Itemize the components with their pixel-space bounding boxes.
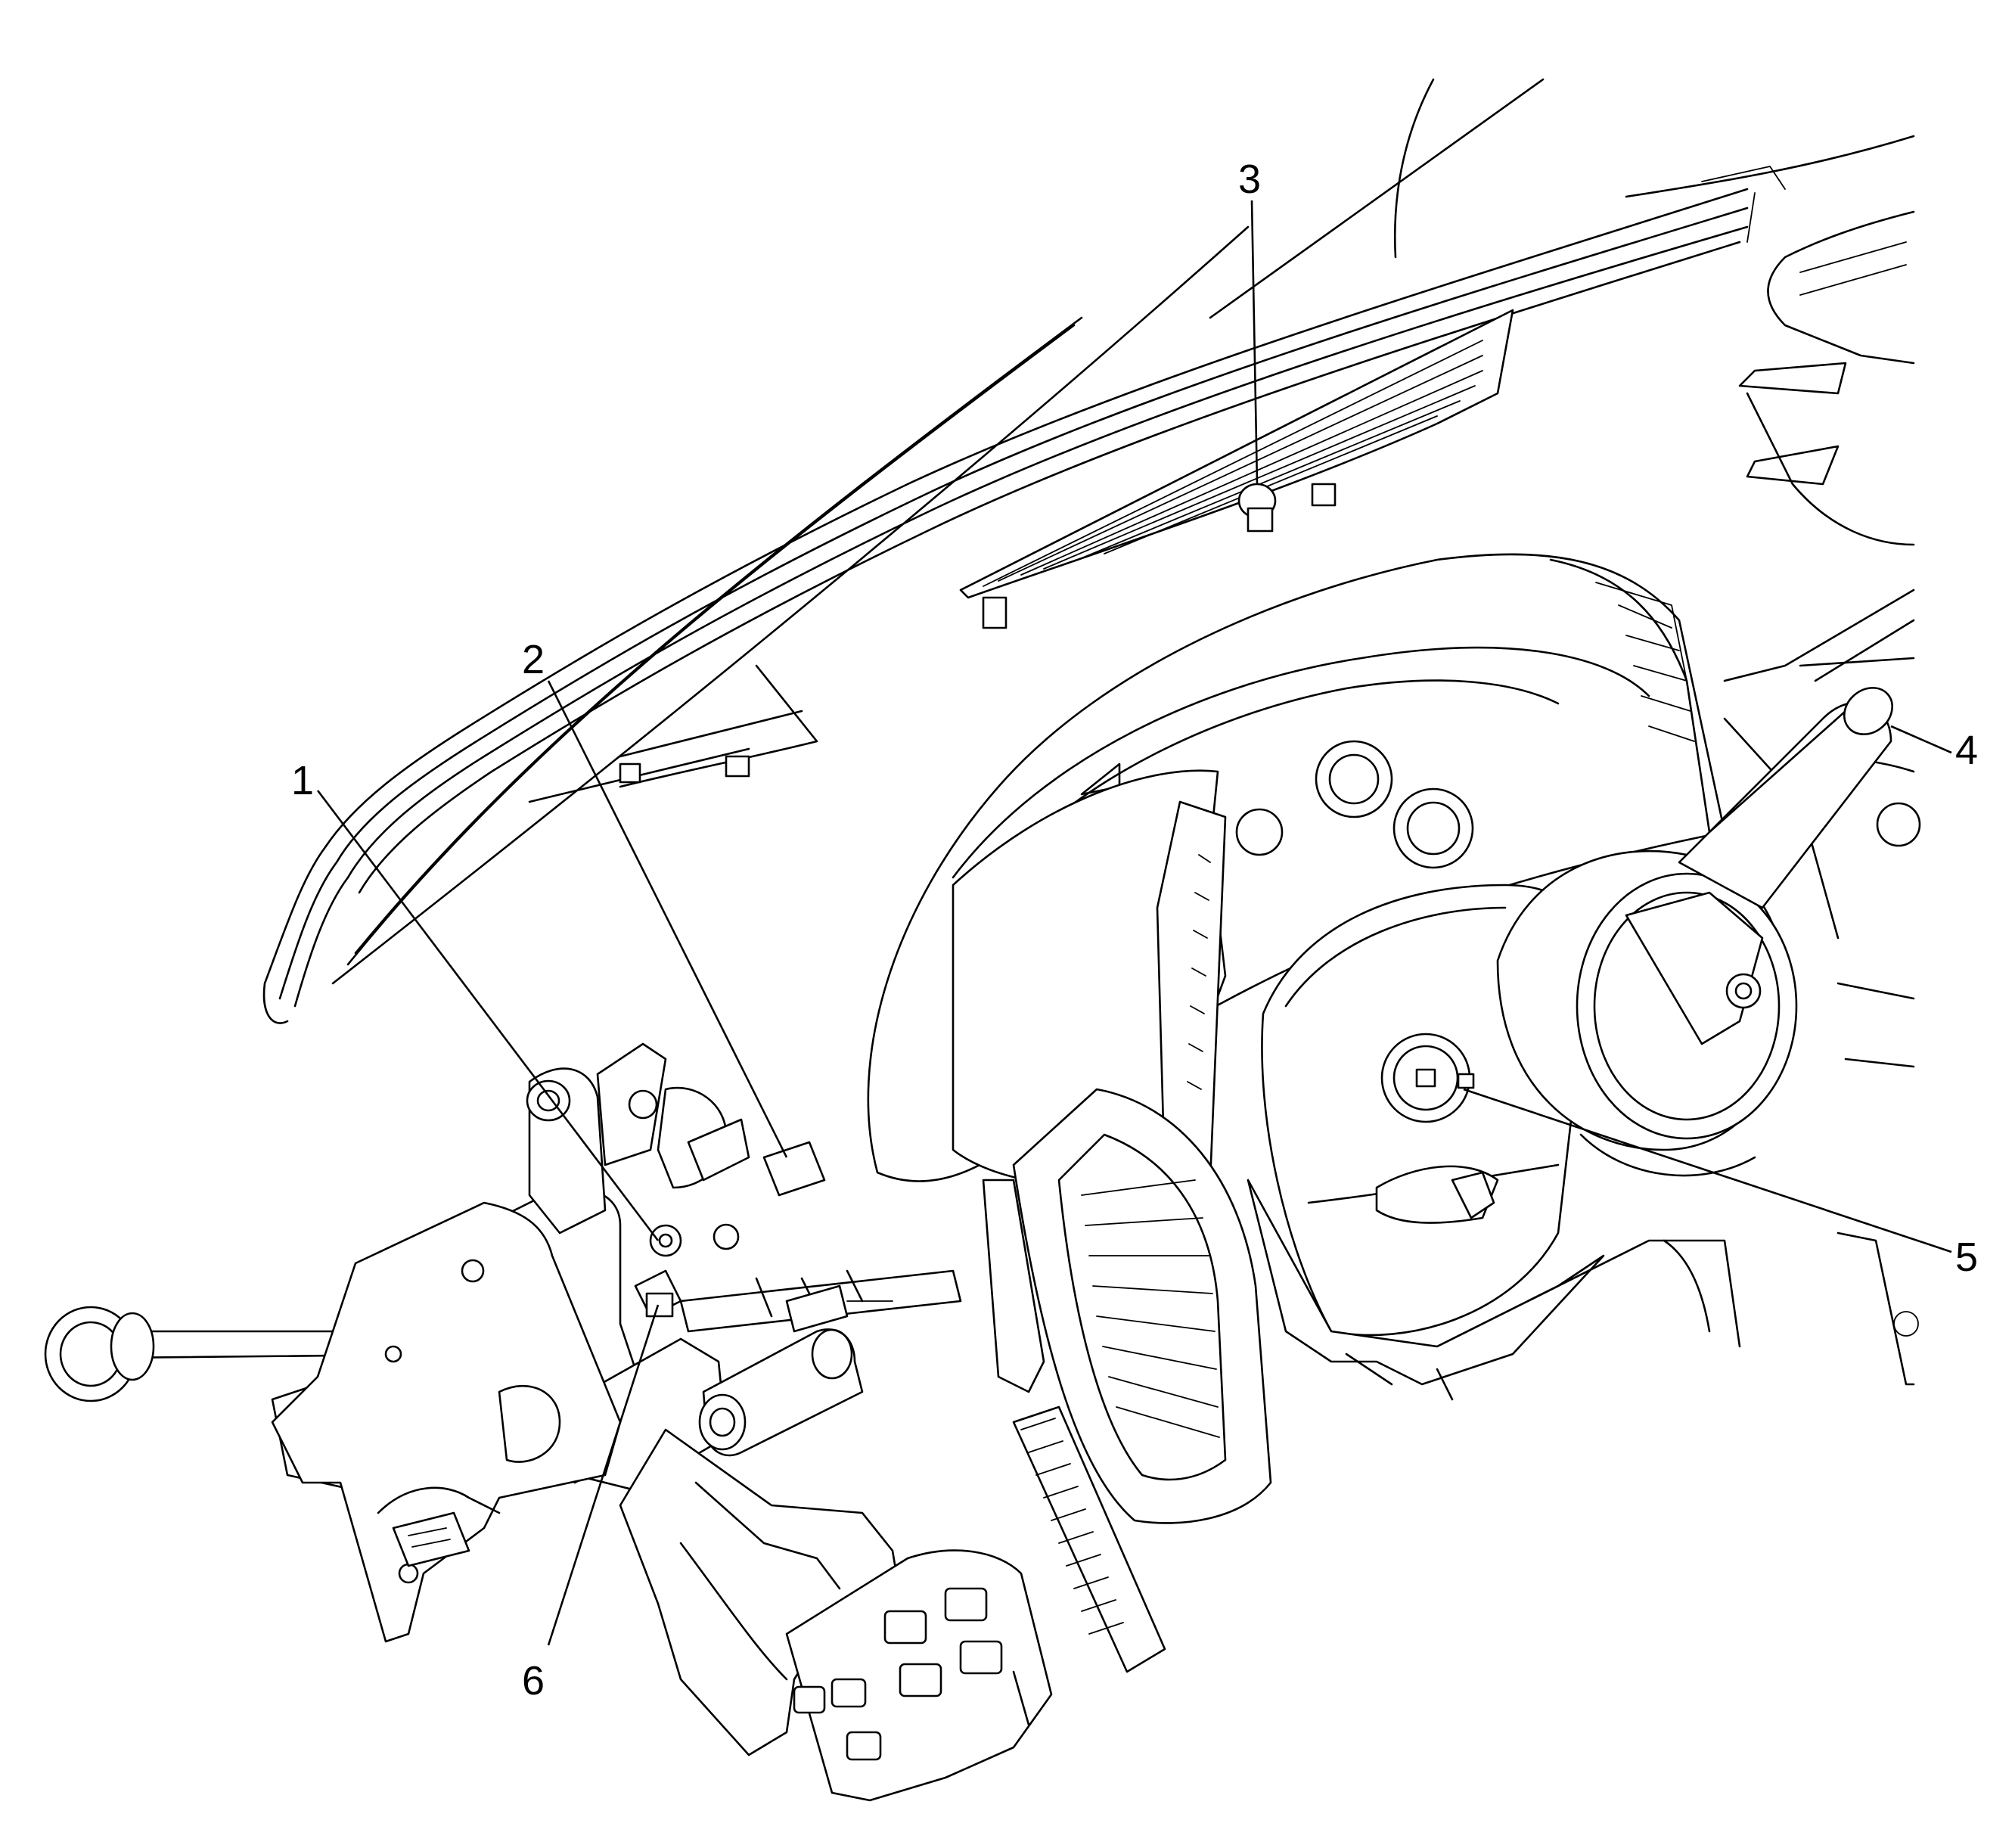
accelerator-pedal xyxy=(1012,1405,1166,1673)
leader-2 xyxy=(547,680,788,1158)
callout-leaders xyxy=(316,200,1952,1646)
air-vent xyxy=(982,1088,1272,1524)
leader-1 xyxy=(316,790,660,1241)
callout-6: 6 xyxy=(522,1658,545,1704)
callout-3: 3 xyxy=(1238,157,1261,202)
lower-trim-panel xyxy=(785,1549,1053,1802)
wiring-harness xyxy=(377,1284,893,1567)
leader-5 xyxy=(1463,1088,1952,1253)
column-support-plate xyxy=(271,1201,622,1643)
column-mounting-bracket xyxy=(526,1042,750,1235)
callout-labels: 1 2 3 4 5 6 xyxy=(291,157,1978,1704)
callout-1: 1 xyxy=(291,758,314,803)
callout-2: 2 xyxy=(522,637,545,682)
lower-dash-panel xyxy=(528,664,818,803)
steering-wheel-hub xyxy=(1496,849,1798,1177)
cluster-bezel xyxy=(952,769,1227,1188)
dash-top-pad xyxy=(262,166,1786,1024)
multifunction-stalk xyxy=(1678,687,1893,909)
leader-4 xyxy=(1890,725,1952,754)
column-lock-actuator xyxy=(698,1328,864,1457)
pedal-arm xyxy=(619,1428,902,1756)
defroster-grille xyxy=(959,309,1514,629)
ignition-switch xyxy=(1380,1033,1475,1123)
callout-4: 4 xyxy=(1955,728,1978,773)
column-bolts xyxy=(634,1141,826,1318)
leader-3 xyxy=(1250,200,1259,485)
callout-5: 5 xyxy=(1955,1235,1978,1280)
knee-bolster xyxy=(1247,1179,1741,1401)
leader-6 xyxy=(547,1304,660,1646)
